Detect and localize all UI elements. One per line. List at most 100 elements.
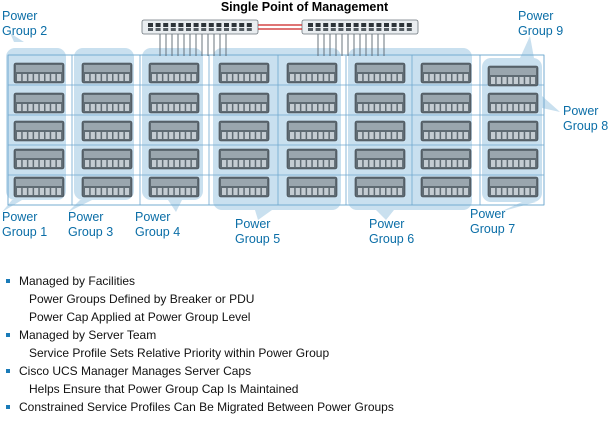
blade-slot xyxy=(180,104,185,111)
blade-slot xyxy=(233,74,238,81)
switch-port xyxy=(208,23,214,27)
chassis-top-band xyxy=(84,151,130,158)
blade-slot xyxy=(239,74,244,81)
rack-frame xyxy=(7,54,545,206)
blade-slot xyxy=(441,132,446,139)
blade-slot xyxy=(222,188,227,195)
blade-slot xyxy=(239,104,244,111)
callout-tail xyxy=(168,200,182,212)
chassis-top-band xyxy=(490,68,536,75)
blade-slot xyxy=(452,104,457,111)
blade-slot xyxy=(222,104,227,111)
callout-tail xyxy=(255,210,272,220)
blade-slot xyxy=(174,132,179,139)
chassis-top-band xyxy=(221,151,267,158)
blade-slot xyxy=(174,74,179,81)
switch-port xyxy=(391,23,397,27)
switch-port xyxy=(231,23,237,27)
blade-slot xyxy=(22,160,27,167)
blade-slot xyxy=(163,74,168,81)
blade-slot xyxy=(429,104,434,111)
blade-slot xyxy=(392,160,397,167)
blade-slot xyxy=(124,132,130,139)
switch-port xyxy=(346,23,351,27)
blade-slot xyxy=(380,104,385,111)
switch-port xyxy=(155,28,161,31)
blade-slot xyxy=(157,132,162,139)
server-chassis xyxy=(420,62,472,84)
blade-slot xyxy=(85,160,90,167)
server-chassis xyxy=(81,62,133,84)
blade-slot xyxy=(90,104,95,111)
server-chassis xyxy=(487,92,539,114)
blade-slot xyxy=(463,132,469,139)
blade-slot xyxy=(496,77,501,84)
server-chassis xyxy=(487,176,539,198)
blade-slot xyxy=(222,160,227,167)
blade-slot xyxy=(239,132,244,139)
blade-slot xyxy=(375,188,380,195)
blade-slot xyxy=(96,104,101,111)
blade-slot xyxy=(96,132,101,139)
blade-slot xyxy=(386,160,391,167)
blade-slot xyxy=(90,160,95,167)
server-chassis xyxy=(148,120,200,142)
switch-port xyxy=(246,23,252,27)
blade-slot xyxy=(380,160,385,167)
blade-slot xyxy=(102,188,107,195)
blade-slot xyxy=(290,132,295,139)
blade-slot xyxy=(256,74,261,81)
blade-slot xyxy=(502,160,507,167)
blade-slot xyxy=(107,188,112,195)
blade-slot xyxy=(17,74,22,81)
blade-slot xyxy=(157,160,162,167)
server-chassis xyxy=(13,176,65,198)
blade-slot xyxy=(329,104,335,111)
blade-slot xyxy=(39,132,44,139)
blade-slot xyxy=(102,132,107,139)
blade-slot xyxy=(39,74,44,81)
switch-port xyxy=(399,28,405,31)
blade-slot xyxy=(17,188,22,195)
blade-slot xyxy=(261,188,267,195)
blade-slot xyxy=(369,160,374,167)
blade-slot xyxy=(113,132,118,139)
blade-slot xyxy=(244,132,249,139)
blade-slot xyxy=(369,74,374,81)
blade-slot xyxy=(301,132,306,139)
blade-slot xyxy=(513,77,518,84)
fabric-interconnect-b xyxy=(301,19,419,35)
blade-slot xyxy=(491,188,496,195)
blade-slot xyxy=(96,188,101,195)
blade-slot xyxy=(435,160,440,167)
blade-slot xyxy=(318,132,323,139)
blade-slot xyxy=(174,160,179,167)
server-chassis xyxy=(148,62,200,84)
blade-slot xyxy=(56,188,62,195)
switch-port xyxy=(163,28,169,31)
switch-port xyxy=(178,23,184,27)
blade-slot xyxy=(113,104,118,111)
blade-slot xyxy=(233,104,238,111)
server-chassis xyxy=(81,148,133,170)
blade-slot xyxy=(508,104,513,111)
blade-slot xyxy=(369,104,374,111)
blade-slot xyxy=(358,188,363,195)
diagram-title: Single Point of Management xyxy=(220,0,389,14)
chassis-top-band xyxy=(490,179,536,186)
switch-port xyxy=(330,23,336,27)
bullet-item: Managed by Facilities xyxy=(6,272,606,290)
blade-slot xyxy=(380,188,385,195)
blade-slot xyxy=(119,188,124,195)
switch-port xyxy=(208,28,214,31)
server-chassis xyxy=(354,62,406,84)
chassis-top-band xyxy=(423,179,469,186)
bullet-item: Managed by Server Team xyxy=(6,326,606,344)
blade-slot xyxy=(301,160,306,167)
blade-slot xyxy=(85,132,90,139)
server-chassis xyxy=(487,65,539,87)
switch-port xyxy=(224,23,229,27)
blade-slot xyxy=(256,188,261,195)
switch-port xyxy=(315,23,321,27)
